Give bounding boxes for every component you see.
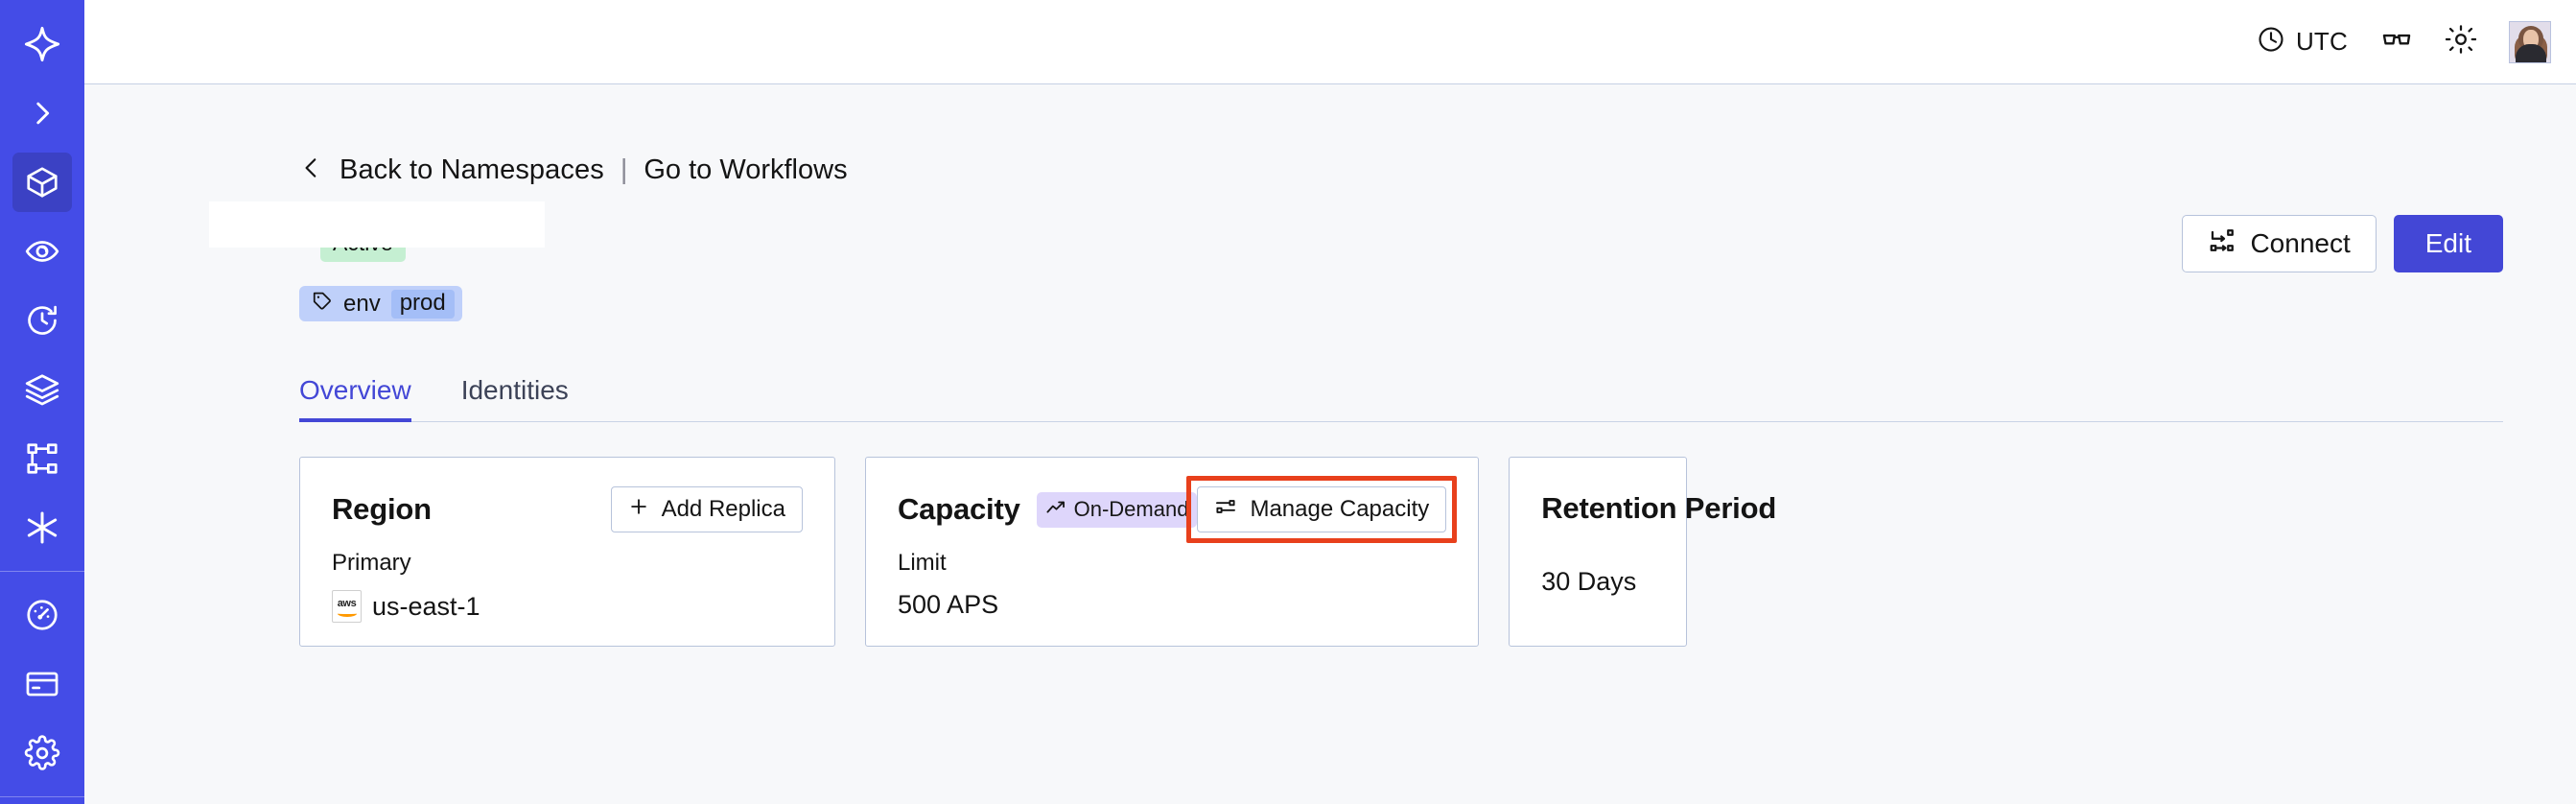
tag-env[interactable]: env prod [299, 286, 462, 321]
temporal-logo-icon [23, 25, 61, 63]
sidebar-item-layers[interactable] [12, 360, 72, 419]
sidebar-item-billing[interactable] [12, 654, 72, 714]
top-bar: UTC [84, 0, 2576, 84]
sidebar-item-observability[interactable] [12, 222, 72, 281]
tag-value: prod [390, 289, 455, 319]
user-avatar[interactable] [2509, 20, 2551, 63]
primary-sidebar [0, 0, 84, 804]
back-to-namespaces-link[interactable]: Back to Namespaces [299, 154, 604, 187]
timezone-selector[interactable]: UTC [2257, 20, 2348, 64]
cube-icon [24, 164, 60, 201]
capacity-limit-label: Limit [898, 550, 947, 576]
overview-cards: Region Add Replica [299, 457, 2503, 647]
glasses-icon [2380, 23, 2413, 60]
avatar-body [2516, 43, 2546, 62]
capacity-card: Capacity On-Demand [865, 457, 1480, 647]
go-to-workflows-link[interactable]: Go to Workflows [644, 154, 848, 185]
add-replica-button[interactable]: Add Replica [610, 486, 803, 532]
gear-icon [24, 735, 60, 771]
add-replica-label: Add Replica [661, 496, 785, 522]
gauge-icon [24, 597, 60, 633]
tag-key: env [343, 290, 381, 317]
sidebar-item-settings[interactable] [12, 723, 72, 783]
on-demand-badge: On-Demand [1036, 491, 1198, 528]
chevron-left-icon [299, 154, 324, 187]
chevron-right-icon [26, 97, 59, 130]
aws-logo-icon: aws [332, 590, 362, 623]
capacity-card-header: Capacity On-Demand [898, 476, 1458, 543]
sliders-icon [1214, 495, 1237, 525]
manage-capacity-label: Manage Capacity [1250, 496, 1430, 522]
history-clock-icon [24, 302, 60, 339]
timezone-label: UTC [2295, 27, 2348, 56]
sun-icon [2445, 24, 2477, 59]
connect-button[interactable]: Connect [2182, 215, 2377, 272]
theme-toggle-button[interactable] [2445, 20, 2477, 64]
retention-card-header: Retention Period [1541, 486, 1776, 531]
tag-icon [312, 290, 333, 318]
layers-icon [24, 371, 60, 408]
trending-up-icon [1045, 497, 1066, 522]
region-card-header: Region Add Replica [332, 486, 803, 532]
back-label: Back to Namespaces [340, 154, 604, 185]
status-badge: Active [320, 225, 406, 262]
retention-value: 30 Days [1541, 567, 1637, 596]
connect-label: Connect [2250, 228, 2351, 258]
sidebar-divider-2 [0, 796, 84, 797]
asterisk-icon [23, 508, 61, 547]
workflow-graph-icon [24, 440, 60, 477]
sidebar-item-nexus[interactable] [12, 498, 72, 557]
retention-card: Retention Period 30 Days [1509, 457, 1776, 647]
manage-capacity-button[interactable]: Manage Capacity [1197, 486, 1447, 532]
sidebar-item-temporal-logo[interactable] [12, 14, 72, 74]
sidebar-item-expand[interactable] [12, 83, 72, 143]
edit-button[interactable]: Edit [2393, 215, 2503, 272]
region-primary-label: Primary [332, 550, 411, 576]
title-actions: Connect Edit [2182, 215, 2503, 272]
sidebar-divider-1 [0, 571, 84, 572]
region-card: Region Add Replica [299, 457, 835, 647]
sidebar-item-history[interactable] [12, 291, 72, 350]
clock-icon [2257, 25, 2285, 59]
credit-card-icon [24, 666, 60, 702]
connect-icon [2208, 226, 2236, 262]
breadcrumb: Back to Namespaces | Go to Workflows [299, 150, 2503, 190]
sidebar-item-usage[interactable] [12, 585, 72, 645]
plus-icon [628, 496, 649, 524]
region-card-title: Region [332, 492, 432, 526]
edit-label: Edit [2424, 228, 2471, 258]
reader-mode-button[interactable] [2380, 20, 2413, 64]
tab-identities[interactable]: Identities [460, 375, 569, 405]
breadcrumb-separator: | [620, 154, 628, 185]
eye-icon [24, 233, 60, 270]
namespace-title-row: Active [209, 201, 2503, 272]
namespace-tags: env prod [299, 286, 2503, 324]
sidebar-item-workflows[interactable] [12, 429, 72, 488]
region-value-row: aws us-east-1 [332, 590, 803, 623]
retention-card-title: Retention Period [1541, 491, 1777, 525]
sidebar-item-namespaces[interactable] [12, 153, 72, 212]
tab-overview[interactable]: Overview [299, 375, 440, 422]
on-demand-label: On-Demand [1073, 496, 1189, 521]
region-card-action: Add Replica [610, 486, 803, 532]
main-area: UTC [84, 0, 2576, 804]
tabs: Overview Identities [299, 363, 2503, 422]
region-value: us-east-1 [372, 591, 480, 621]
page-content: Back to Namespaces | Go to Workflows Act… [84, 84, 2576, 804]
capacity-value: 500 APS [898, 590, 999, 619]
capacity-card-action: Manage Capacity [1186, 476, 1458, 543]
capacity-card-title: Capacity [898, 492, 1020, 526]
